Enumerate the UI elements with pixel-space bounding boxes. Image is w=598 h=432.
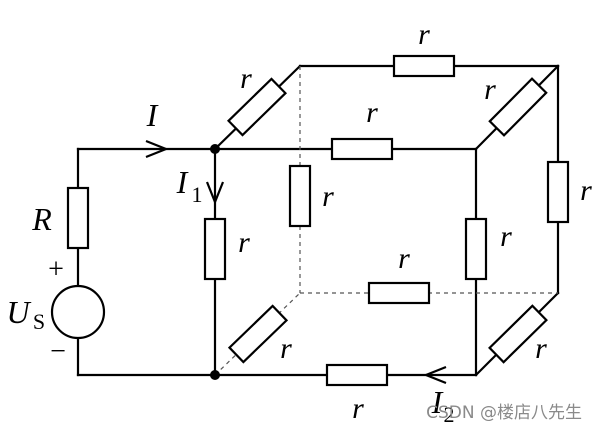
resistor-R: [66, 186, 90, 250]
resistor-diag-top-right: [488, 77, 548, 137]
resistor-back-right: [546, 160, 570, 224]
label-r-front-top: r: [366, 96, 378, 129]
resistor-back-bottom: [367, 281, 431, 305]
label-I1: I: [176, 164, 189, 200]
label-U: U: [6, 294, 31, 330]
resistor-front-bottom: [325, 363, 389, 387]
label-r-diag-bottom-right: r: [535, 332, 547, 365]
label-r-front-right: r: [500, 220, 512, 253]
label-R: R: [31, 201, 52, 237]
label-I2-sub: 2: [444, 402, 455, 427]
resistor-front-right: [464, 217, 488, 281]
resistor-front-top: [330, 137, 394, 161]
label-r-back-left: r: [322, 180, 334, 213]
resistors: [66, 54, 570, 387]
label-I: I: [146, 97, 159, 133]
label-r-front-left: r: [238, 226, 250, 259]
arrow-I2: [423, 365, 447, 385]
label-r-back-right: r: [580, 174, 592, 207]
label-I2: I: [431, 384, 444, 420]
label-r-back-bottom: r: [398, 242, 410, 275]
label-U-sub: S: [33, 309, 45, 334]
voltage-source: [50, 284, 106, 340]
label-plus: +: [48, 254, 64, 285]
resistor-diag-top-left: [226, 77, 288, 137]
resistor-front-left: [203, 217, 227, 281]
resistor-back-top: [392, 54, 456, 78]
node-top-left: [210, 144, 220, 154]
current-arrows: [145, 139, 447, 385]
label-I1-sub: 1: [192, 182, 203, 207]
resistor-diag-bottom-left: [227, 304, 289, 364]
watermark: CSDN @楼店八先生: [426, 403, 582, 423]
label-r-back-top: r: [418, 18, 430, 51]
resistor-diag-bottom-right: [488, 304, 548, 364]
label-r-diag-bottom-left: r: [280, 332, 292, 365]
label-r-diag-top-left: r: [240, 62, 252, 95]
label-minus: −: [50, 336, 66, 367]
labels: r r r r r r r r r r r r R + − U S I I 1 …: [6, 18, 592, 427]
voltage-source-circle: [50, 284, 106, 340]
arrow-I1: [205, 181, 225, 205]
arrow-I: [145, 139, 169, 159]
label-r-front-bottom: r: [352, 392, 364, 425]
node-bottom-left: [210, 370, 220, 380]
resistor-back-left: [288, 164, 312, 228]
label-r-diag-top-right: r: [484, 73, 496, 106]
